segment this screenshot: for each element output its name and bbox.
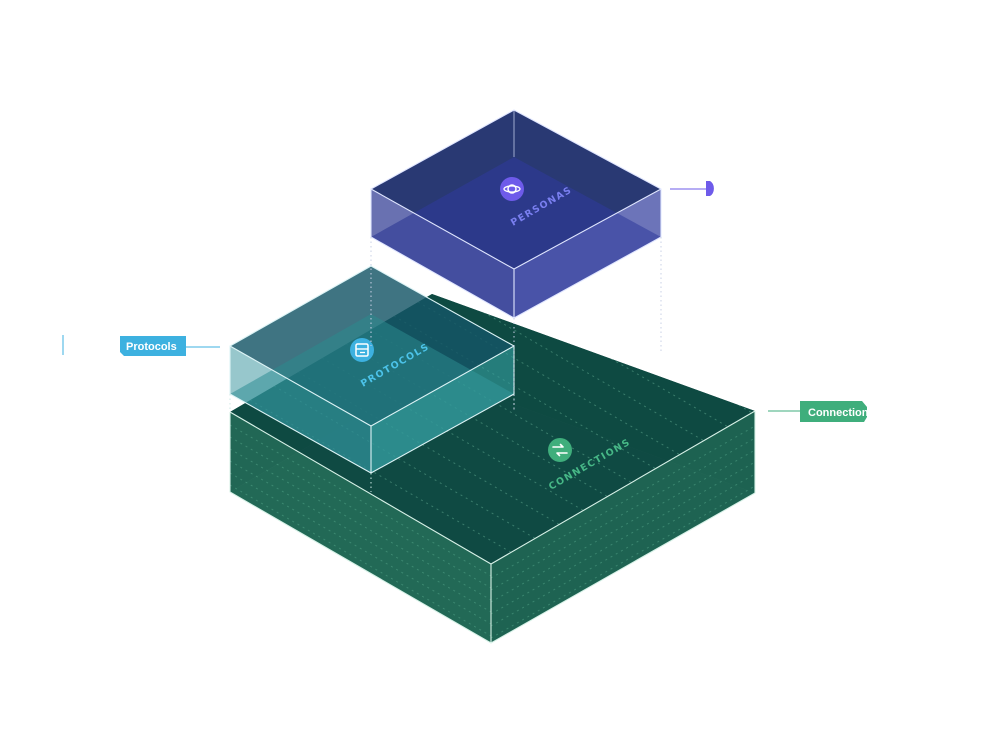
protocols-layer: PROTOCOLS	[229, 265, 515, 492]
protocols-callout: Protocols	[62, 335, 220, 356]
stripe-line	[249, 399, 551, 564]
stripe-line	[230, 448, 491, 601]
stripe-line	[491, 437, 755, 591]
stripe-line	[491, 425, 755, 579]
stripe-line	[230, 472, 491, 625]
stripe-line	[491, 449, 755, 603]
stripe-line	[230, 460, 491, 613]
personas-front-left-face	[371, 189, 514, 318]
link-arrows-icon	[548, 438, 572, 462]
document-icon	[350, 338, 374, 362]
protocols-callout-tag	[120, 336, 186, 356]
stripe-line	[417, 301, 719, 478]
personas-front-right-face	[514, 189, 661, 318]
connections-callout-tag	[800, 401, 867, 422]
stripe-line	[491, 485, 755, 639]
stripe-line	[297, 371, 599, 548]
stripe-line	[273, 385, 575, 562]
stripe-line	[321, 357, 623, 534]
stripe-line	[230, 436, 491, 589]
connections-callout: Connection	[768, 401, 869, 422]
stripe-line	[441, 294, 743, 464]
stripe-line	[369, 329, 671, 506]
stripe-line	[465, 294, 755, 450]
protocols-front-right-face	[371, 346, 514, 473]
stripe-line	[393, 315, 695, 492]
ringed-planet-icon	[500, 177, 524, 201]
stripe-line	[230, 484, 491, 637]
stripe-line	[489, 294, 755, 436]
connections-callout-label: Connection	[808, 407, 869, 419]
connections-front-left-face	[230, 412, 491, 643]
stripe-line	[230, 424, 491, 577]
personas-callout-tag	[706, 181, 714, 196]
stripe-line	[491, 461, 755, 615]
personas-callout	[670, 181, 714, 196]
stripe-line	[345, 343, 647, 520]
protocols-front-left-face	[230, 346, 371, 473]
personas-layer: PERSONAS	[370, 109, 662, 412]
stripe-line	[491, 473, 755, 627]
connections-front-right-face	[491, 411, 755, 643]
protocols-callout-label: Protocols	[126, 341, 177, 353]
